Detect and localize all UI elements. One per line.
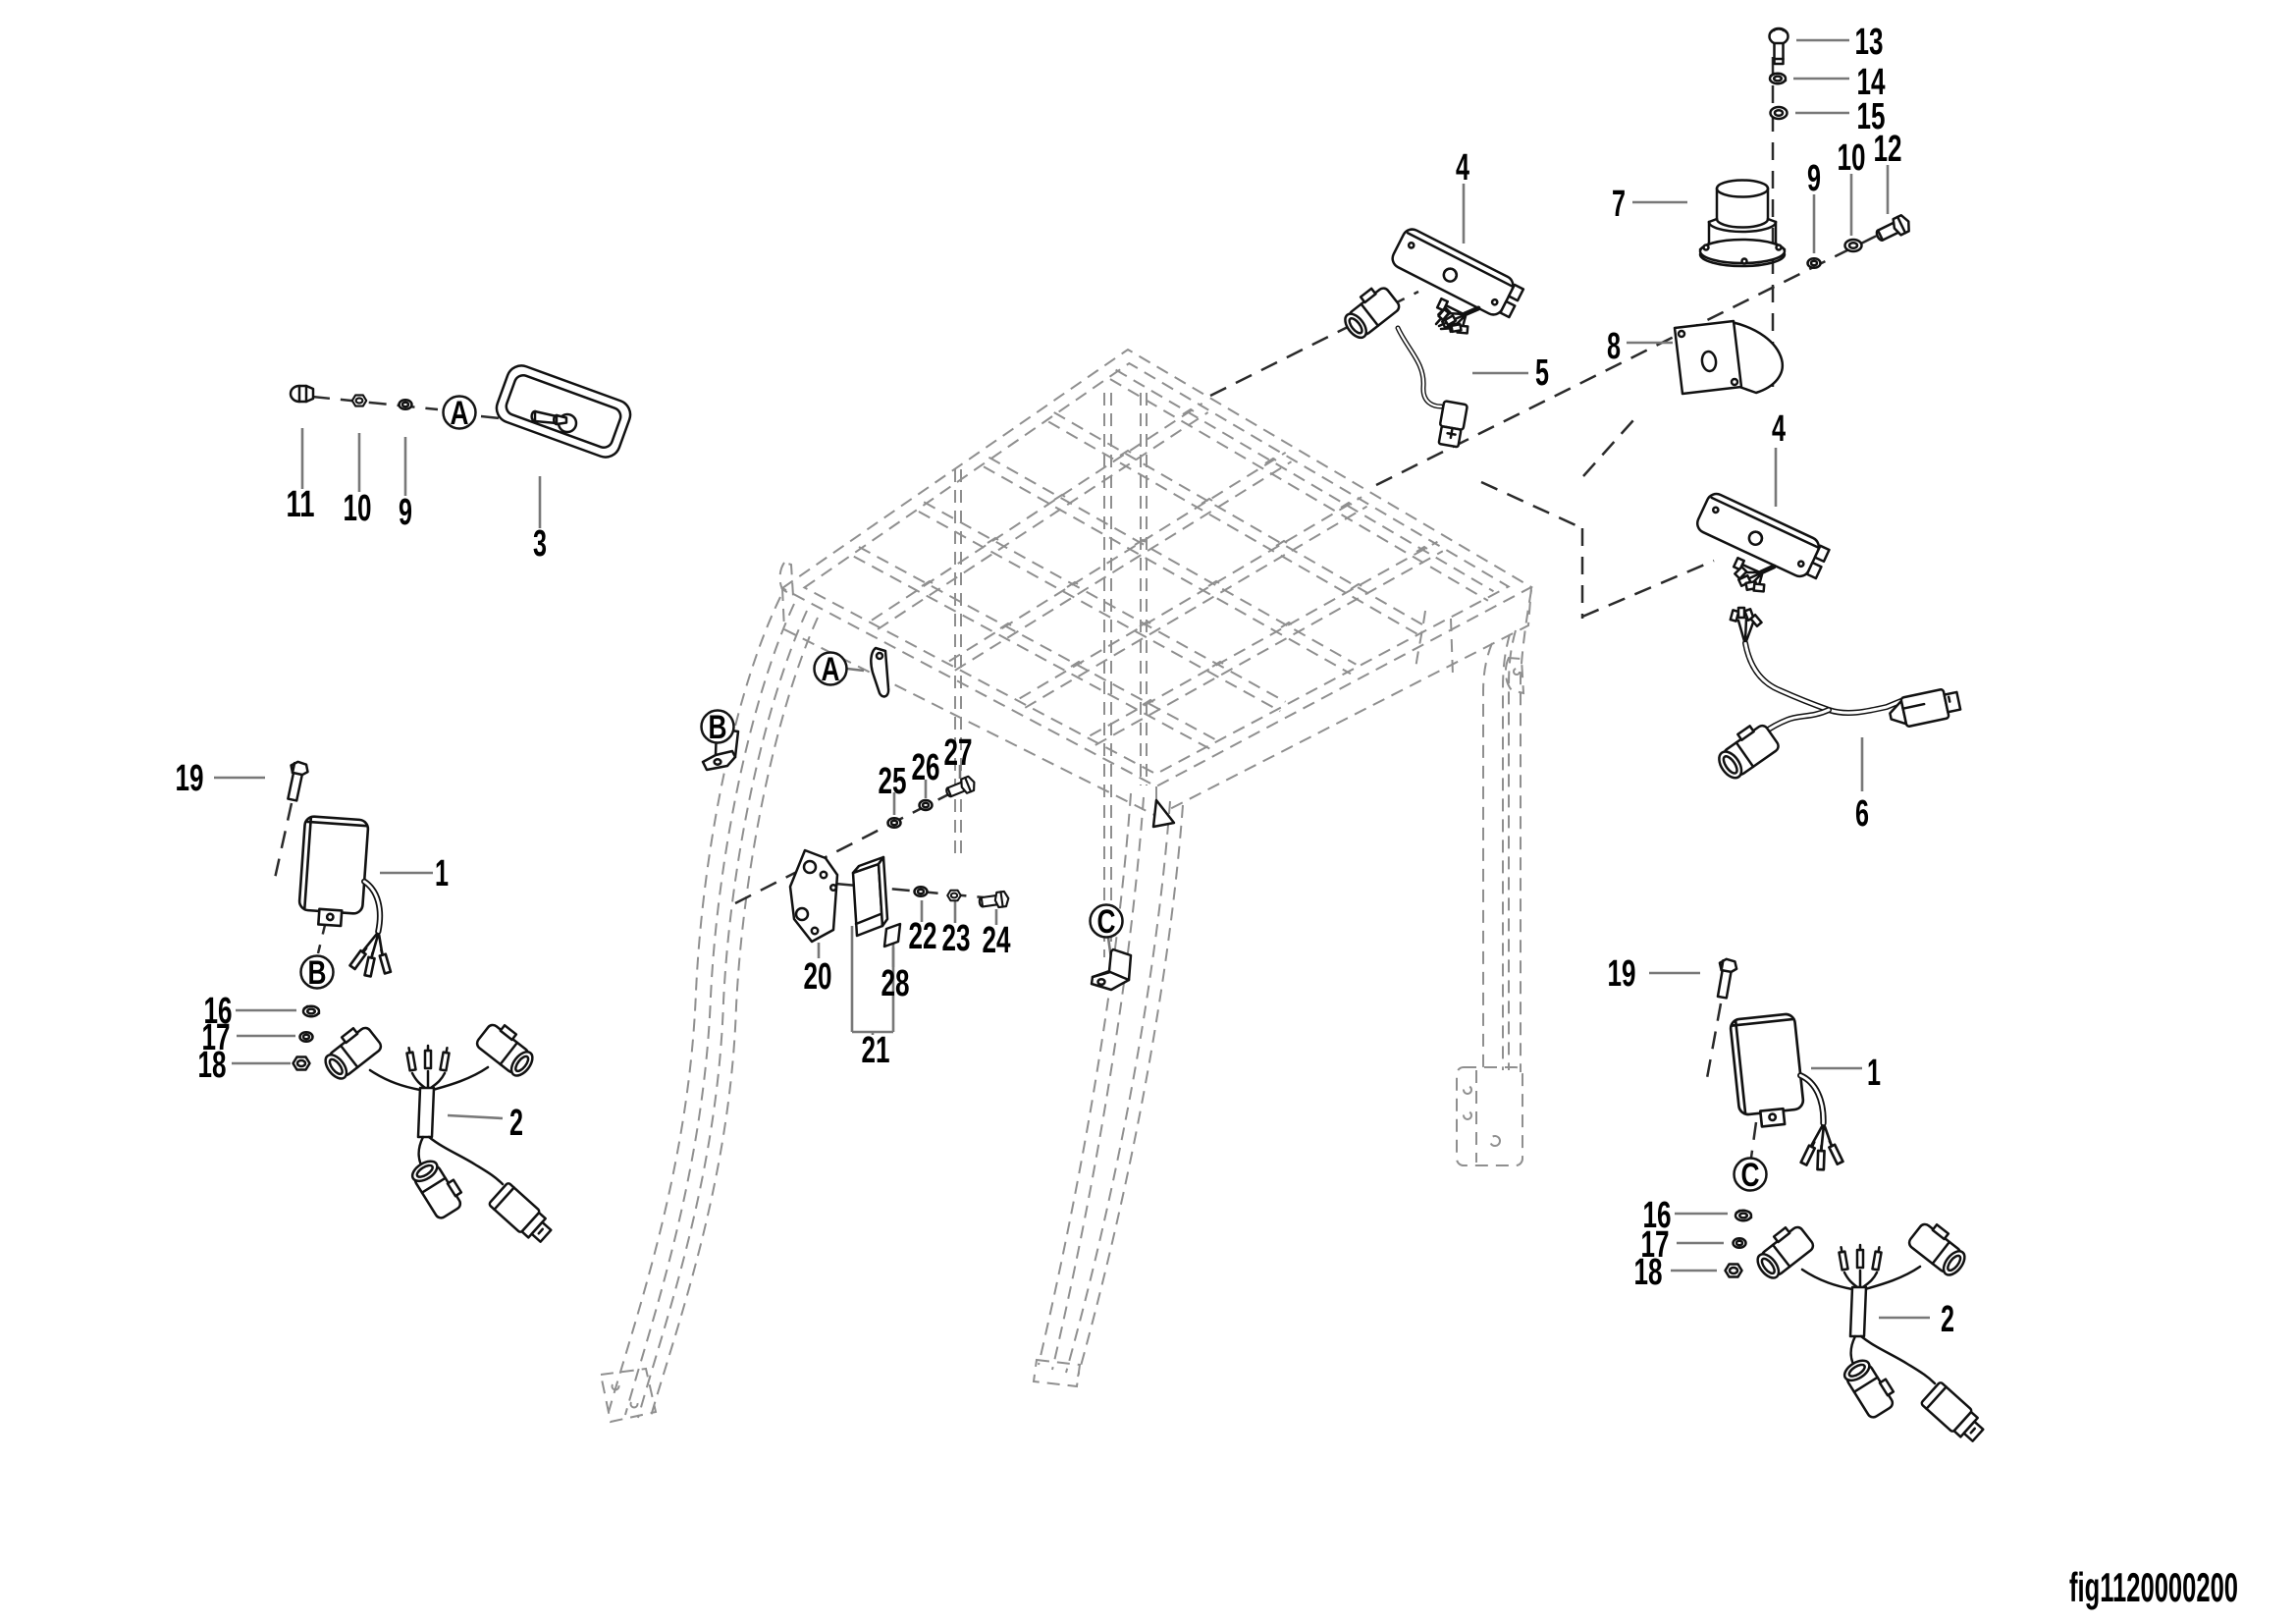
svg-text:8: 8 <box>1607 326 1621 367</box>
svg-text:2: 2 <box>509 1103 523 1144</box>
svg-text:17: 17 <box>1641 1224 1670 1266</box>
svg-text:24: 24 <box>983 920 1011 961</box>
svg-text:5: 5 <box>1535 352 1549 394</box>
svg-text:C: C <box>1097 903 1116 941</box>
svg-text:A: A <box>822 651 840 688</box>
svg-text:21: 21 <box>862 1030 890 1071</box>
svg-text:28: 28 <box>881 963 910 1004</box>
svg-text:6: 6 <box>1855 793 1869 835</box>
svg-text:B: B <box>308 954 327 992</box>
svg-text:16: 16 <box>204 991 233 1032</box>
svg-text:fig1120000200: fig1120000200 <box>2069 1564 2238 1610</box>
svg-text:C: C <box>1741 1157 1760 1194</box>
svg-text:20: 20 <box>804 956 832 998</box>
svg-text:10: 10 <box>344 488 372 529</box>
svg-text:10: 10 <box>1838 137 1866 179</box>
svg-text:16: 16 <box>1643 1195 1672 1236</box>
svg-text:19: 19 <box>1608 953 1636 995</box>
svg-text:15: 15 <box>1857 96 1886 137</box>
svg-text:9: 9 <box>1807 158 1821 199</box>
svg-text:4: 4 <box>1772 408 1786 450</box>
svg-text:B: B <box>709 709 727 746</box>
svg-text:9: 9 <box>399 492 412 533</box>
svg-text:4: 4 <box>1456 147 1469 189</box>
svg-text:19: 19 <box>176 758 204 799</box>
svg-text:7: 7 <box>1612 184 1626 225</box>
svg-text:27: 27 <box>944 732 973 774</box>
svg-text:17: 17 <box>202 1017 231 1058</box>
svg-text:11: 11 <box>287 484 315 525</box>
svg-text:25: 25 <box>879 761 907 802</box>
svg-text:18: 18 <box>1634 1252 1663 1293</box>
svg-text:13: 13 <box>1855 22 1884 63</box>
svg-text:23: 23 <box>942 918 971 959</box>
svg-text:3: 3 <box>533 523 547 565</box>
svg-text:14: 14 <box>1857 62 1886 103</box>
svg-text:18: 18 <box>198 1045 227 1086</box>
svg-text:1: 1 <box>1867 1053 1881 1094</box>
svg-text:22: 22 <box>909 916 937 957</box>
svg-text:1: 1 <box>435 853 449 894</box>
svg-text:2: 2 <box>1941 1299 1954 1340</box>
svg-text:A: A <box>451 395 469 432</box>
svg-text:26: 26 <box>912 747 940 788</box>
svg-text:12: 12 <box>1874 129 1902 170</box>
